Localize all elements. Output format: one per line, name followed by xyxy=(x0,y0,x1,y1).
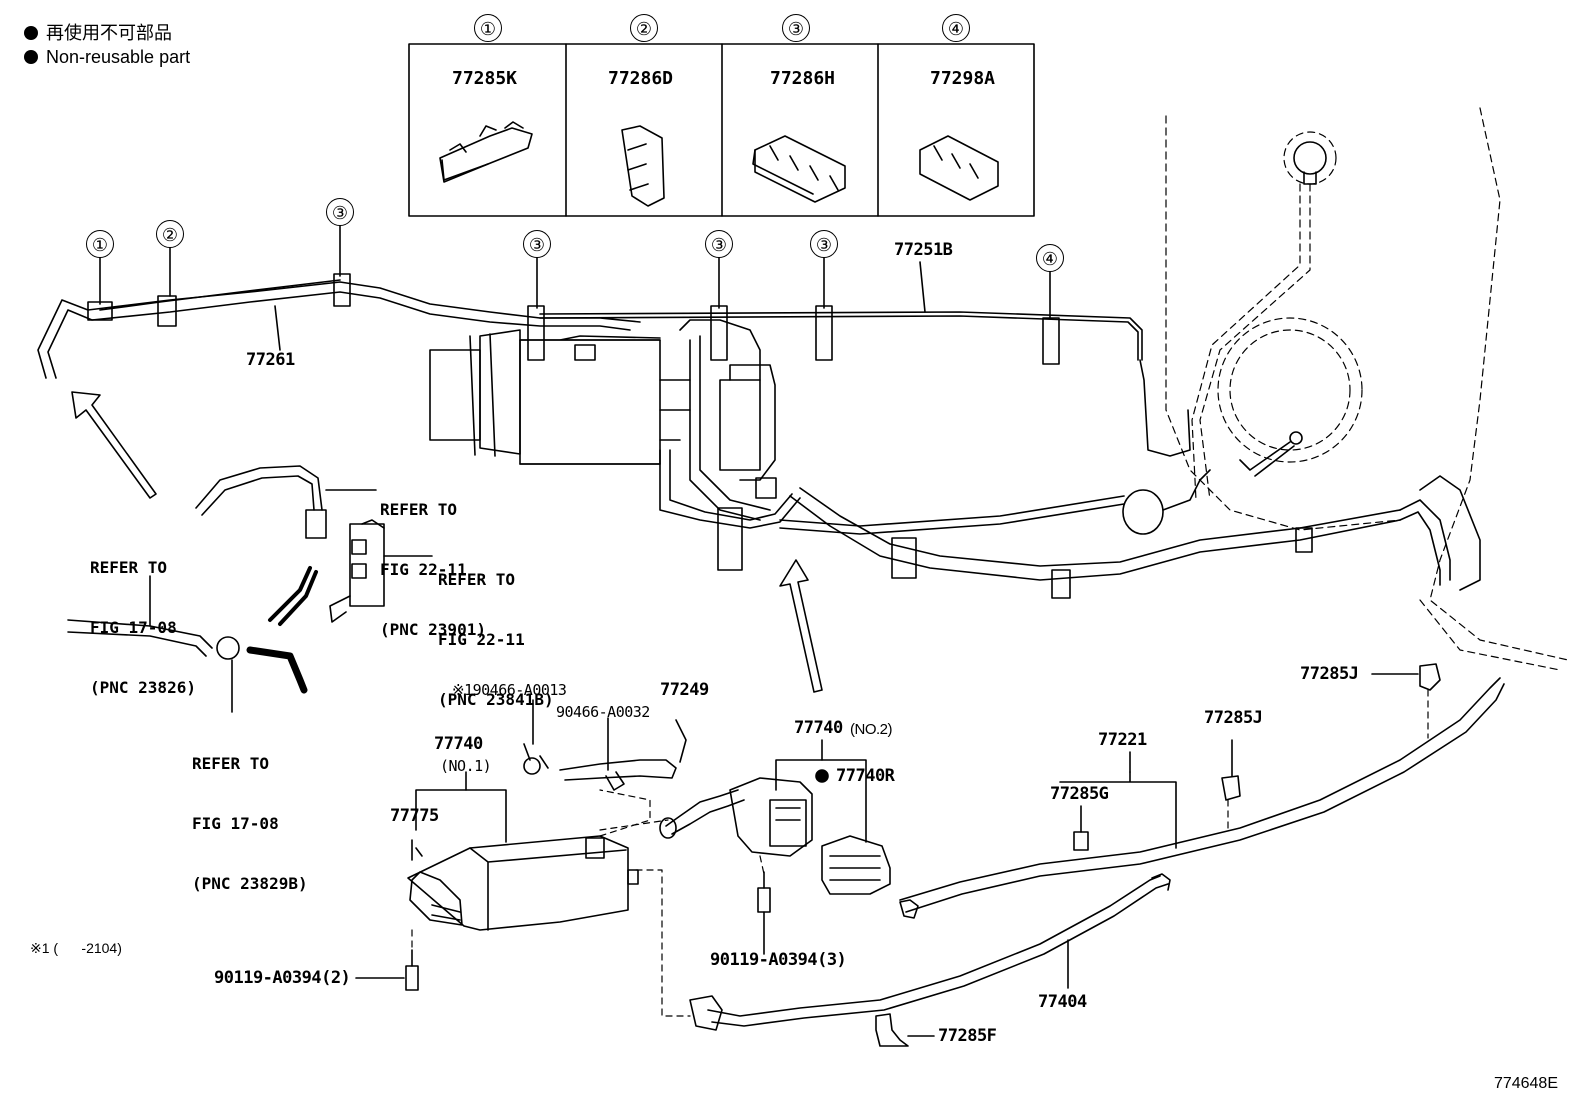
refer-line: FIG 17-08 xyxy=(192,814,279,833)
refer-line: REFER TO xyxy=(380,500,458,519)
clip-table-frame xyxy=(409,44,1034,216)
legend-en-text: Non-reusable part xyxy=(46,47,191,67)
part-label-77285J-right: 77285J xyxy=(1300,664,1359,684)
table-index-2: ② xyxy=(630,14,658,42)
fuel-tank-vent xyxy=(1240,142,1326,476)
tube-77261 xyxy=(38,280,640,378)
canister-upper xyxy=(430,320,800,570)
callout-4: ④ xyxy=(1036,244,1064,272)
part-label-90119-3: 90119-A0394(3) xyxy=(710,950,847,970)
footnote: ※1 ( -2104) xyxy=(30,940,122,956)
part-label-90466: 90466-A0032 xyxy=(556,703,650,721)
bolt-90119-2 xyxy=(356,950,418,990)
refer-line: FIG 22-11 xyxy=(438,630,525,649)
arrow-center xyxy=(780,560,822,692)
clip-77285K-sketch xyxy=(440,122,532,182)
part-label-77740-no1: 77740 xyxy=(434,734,483,754)
hose-purge xyxy=(660,790,744,838)
part-label-90119-2: 90119-A0394(2) xyxy=(214,968,351,988)
clip-77286H-sketch xyxy=(753,136,845,202)
ref-hose-23901 xyxy=(196,466,376,538)
clip-77285G xyxy=(1074,806,1088,850)
part-label-77285J-mid: 77285J xyxy=(1204,708,1263,728)
table-index-3: ③ xyxy=(782,14,810,42)
refer-note-23829B: REFER TO FIG 17-08 (PNC 23829B) xyxy=(192,714,308,914)
part-label-77285F: 77285F xyxy=(938,1026,997,1046)
refer-note-23841B: REFER TO FIG 22-11 (PNC 23841B) xyxy=(438,530,554,730)
refer-note-23826: REFER TO FIG 17-08 (PNC 23826) xyxy=(90,518,196,718)
charcoal-canister-no1 xyxy=(408,836,638,930)
table-part-77298A: 77298A xyxy=(930,68,996,89)
part-label-77740R: 77740R xyxy=(836,766,895,786)
part-label-77740-no1-sub: (NO.1) xyxy=(440,757,492,775)
arrow-left xyxy=(72,392,156,498)
valve-77740-no2 xyxy=(730,740,866,856)
bolt-90119-3 xyxy=(758,872,770,954)
part-label-77404: 77404 xyxy=(1038,992,1087,1012)
part-label-77221: 77221 xyxy=(1098,730,1147,750)
part-label-77740-no2: 77740 xyxy=(794,718,843,738)
dashed-leaders-lower xyxy=(412,690,1428,1016)
part-label-77251B: 77251B xyxy=(894,240,953,260)
callout-3-b: ③ xyxy=(523,230,551,258)
valve-77740R xyxy=(816,770,890,894)
refer-line: (PNC 23841B) xyxy=(438,690,554,709)
callout-3-c: ③ xyxy=(705,230,733,258)
part-label-77261: 77261 xyxy=(246,350,295,370)
callout-1: ① xyxy=(86,230,114,258)
non-reusable-dot-icon xyxy=(24,50,38,64)
refer-line: (PNC 23826) xyxy=(90,678,196,697)
hose-77249 xyxy=(524,700,686,790)
ref-clamp-23829B xyxy=(217,637,304,712)
refer-line: (PNC 23829B) xyxy=(192,874,308,893)
table-part-77285K: 77285K xyxy=(452,68,518,89)
table-part-77286H: 77286H xyxy=(770,68,836,89)
figure-id: 774648E xyxy=(1493,1075,1558,1092)
callout-leaders xyxy=(100,226,1050,350)
legend-jp: 再使用不可部品 xyxy=(24,22,172,44)
refer-note-23901: REFER TO FIG 22-11 (PNC 23901) xyxy=(380,460,486,660)
refer-line: FIG 17-08 xyxy=(90,618,177,637)
refer-line: (PNC 23901) xyxy=(380,620,486,639)
fuel-tank-outline xyxy=(1166,108,1568,670)
clip-77286D-sketch xyxy=(622,126,664,206)
tube-clamps xyxy=(88,274,1059,364)
vapor-tubes-lower xyxy=(780,470,1480,598)
clip-77298A-sketch xyxy=(920,136,998,200)
hose-77221 xyxy=(900,678,1504,918)
clip-77285J-right xyxy=(1372,664,1440,690)
ref-hose-23826 xyxy=(68,576,212,656)
callout-3-a: ③ xyxy=(326,198,354,226)
part-label-77285G: 77285G xyxy=(1050,784,1109,804)
ref-valve-23841B xyxy=(270,520,432,624)
clip-77285J-mid xyxy=(1222,740,1240,800)
hose-77404 xyxy=(690,874,1170,1030)
clip-77285F xyxy=(876,1014,934,1046)
table-part-77286D: 77286D xyxy=(608,68,674,89)
refer-line: REFER TO xyxy=(438,570,516,589)
part-label-190466: ※190466-A0013 xyxy=(452,681,567,699)
part-label-77249: 77249 xyxy=(660,680,709,700)
non-reusable-dot-icon xyxy=(24,26,38,40)
part-label-77740-no2-sub: (NO.2) xyxy=(850,721,893,738)
callout-2: ② xyxy=(156,220,184,248)
refer-line: REFER TO xyxy=(192,754,270,773)
legend-en: Non-reusable part xyxy=(24,46,190,68)
refer-line: FIG 22-11 xyxy=(380,560,467,579)
refer-line: REFER TO xyxy=(90,558,168,577)
table-index-4: ④ xyxy=(942,14,970,42)
bracket-lines-no1 xyxy=(416,772,506,842)
legend-jp-text: 再使用不可部品 xyxy=(46,23,172,43)
tube-77251B xyxy=(540,312,1190,456)
part-label-77775: 77775 xyxy=(390,806,439,826)
table-index-1: ① xyxy=(474,14,502,42)
callout-3-d: ③ xyxy=(810,230,838,258)
